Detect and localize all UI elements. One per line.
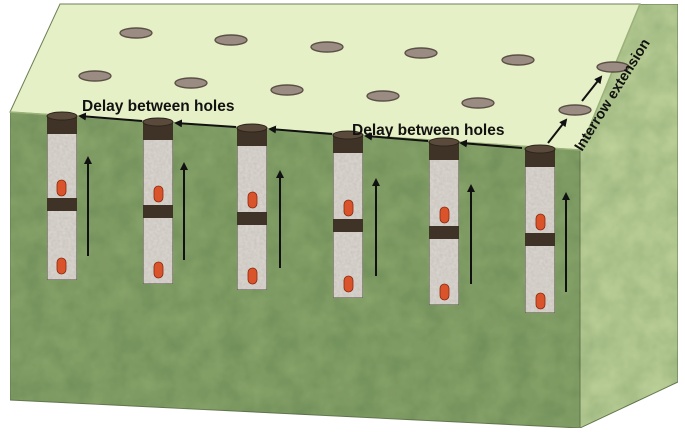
hole-opening <box>404 47 438 59</box>
hole-top-ellipse <box>46 111 78 121</box>
stemming-top <box>47 116 77 134</box>
delay-arrow <box>78 112 143 122</box>
hole-opening <box>174 77 208 89</box>
stemming-top <box>525 149 555 167</box>
interrow-arrows <box>547 75 603 144</box>
explosive-charge <box>56 257 67 275</box>
hole-column <box>236 127 268 291</box>
stemming-top <box>429 142 459 160</box>
hole-opening <box>270 84 304 96</box>
delay-arrows <box>78 112 523 149</box>
hole-column <box>524 148 556 314</box>
stemming-deck <box>143 205 173 218</box>
hole-column <box>142 121 174 285</box>
explosive-charge <box>153 261 164 279</box>
stemming-deck <box>525 233 555 246</box>
hole-column <box>428 141 460 306</box>
explosive-charge <box>439 283 450 301</box>
borehole <box>524 144 570 314</box>
stemming-deck <box>429 226 459 239</box>
interrow-arrow <box>547 118 568 144</box>
hole-column <box>332 134 364 299</box>
hole-top-ellipse <box>524 144 556 154</box>
hole-opening <box>558 104 592 116</box>
hole-opening <box>461 97 495 109</box>
explosive-charge <box>56 179 67 197</box>
hole-top-ellipse <box>332 130 364 140</box>
explosive-charge <box>343 275 354 293</box>
borehole <box>142 117 188 285</box>
stemming-top <box>143 122 173 140</box>
hole-top-ellipse <box>236 123 268 133</box>
hole-top-ellipse <box>142 117 174 127</box>
interrow-arrow <box>581 75 603 102</box>
explosive-charge <box>247 267 258 285</box>
delay-arrow <box>459 139 523 149</box>
hole-opening <box>310 41 344 53</box>
delay-label-right: Delay between holes <box>352 122 504 139</box>
stemming-top <box>333 135 363 153</box>
delay-arrow <box>174 119 237 128</box>
delay-arrow <box>364 132 429 142</box>
borehole <box>46 111 92 281</box>
explosive-charge <box>153 185 164 203</box>
stemming-deck <box>333 219 363 232</box>
delay-label-left: Delay between holes <box>82 98 234 115</box>
stemming-deck <box>47 198 77 211</box>
borehole <box>428 137 475 306</box>
stemming-deck <box>237 212 267 225</box>
hole-opening <box>366 90 400 102</box>
front-face <box>9 111 581 429</box>
hole-opening <box>214 34 248 46</box>
delay-arrow <box>268 125 333 135</box>
top-openings <box>78 27 630 116</box>
hole-opening <box>596 61 630 73</box>
explosive-charge <box>247 191 258 209</box>
hole-top-ellipse <box>428 137 460 147</box>
borehole <box>236 123 284 291</box>
explosive-charge <box>535 292 546 310</box>
hole-opening <box>78 70 112 82</box>
hole-opening <box>119 27 153 39</box>
borehole <box>332 130 380 299</box>
explosive-charge <box>343 199 354 217</box>
hole-opening <box>501 54 535 66</box>
explosive-charge <box>439 206 450 224</box>
explosive-charge <box>535 213 546 231</box>
stemming-top <box>237 128 267 146</box>
